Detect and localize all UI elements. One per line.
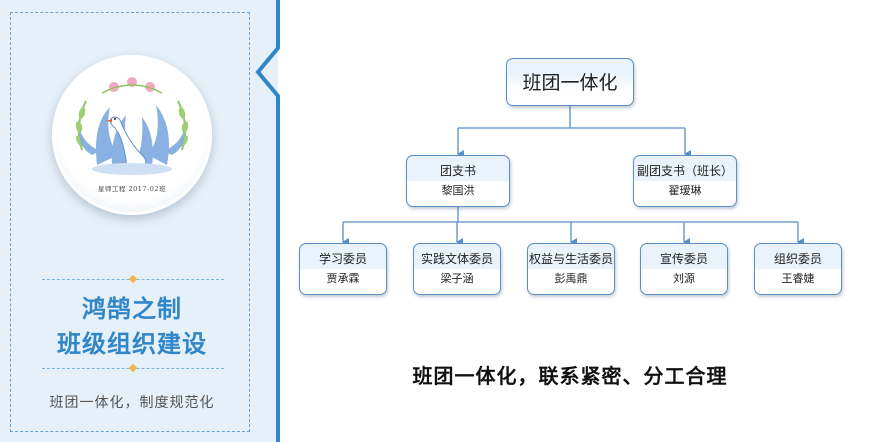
org-node-title: 班团一体化 bbox=[522, 72, 618, 94]
org-node-person: 黎国洪 bbox=[441, 184, 475, 197]
org-node-deputy-secretary: 副团支书（班长） 翟瑷琳 bbox=[633, 155, 737, 207]
org-node-title: 组织委员 bbox=[773, 252, 822, 266]
org-node-title: 实践文体委员 bbox=[420, 252, 493, 266]
org-node-title: 权益与生活委员 bbox=[528, 252, 613, 266]
org-node-title: 副团支书（班长） bbox=[636, 164, 733, 178]
org-node-person: 翟瑷琳 bbox=[668, 184, 702, 197]
swan-emblem-icon bbox=[75, 77, 189, 175]
org-node-person: 彭禹鼎 bbox=[554, 272, 588, 285]
org-node-person: 王睿婕 bbox=[781, 272, 815, 285]
org-node-person: 贾承霖 bbox=[326, 272, 360, 285]
org-node-title: 宣传委员 bbox=[659, 252, 708, 266]
left-panel: 星师工程 2017-02班 鸿鹄之制 班级组织建设 班团一体化，制度规范化 bbox=[0, 0, 278, 442]
org-node-publicity-committee: 宣传委员 刘源 bbox=[640, 243, 728, 295]
org-node-title: 团支书 bbox=[439, 164, 476, 178]
org-node-practice-committee: 实践文体委员 梁子涵 bbox=[413, 243, 501, 295]
org-node-study-committee: 学习委员 贾承霖 bbox=[299, 243, 387, 295]
org-node-organization-committee: 组织委员 王睿婕 bbox=[754, 243, 842, 295]
org-node-league-secretary: 团支书 黎国洪 bbox=[406, 155, 510, 207]
class-emblem: 星师工程 2017-02班 bbox=[52, 55, 212, 215]
left-title-line1: 鸿鹄之制 bbox=[82, 295, 182, 323]
org-node-person: 梁子涵 bbox=[440, 272, 474, 285]
emblem-caption: 星师工程 2017-02班 bbox=[97, 185, 167, 193]
org-node-title: 学习委员 bbox=[318, 252, 367, 266]
bottom-caption: 班团一体化，联系紧密、分工合理 bbox=[412, 364, 728, 388]
org-node-root: 班团一体化 bbox=[506, 58, 634, 106]
org-node-welfare-committee: 权益与生活委员 彭禹鼎 bbox=[527, 243, 615, 295]
left-subtitle: 班团一体化，制度规范化 bbox=[49, 395, 215, 411]
org-node-person: 刘源 bbox=[673, 272, 695, 285]
left-dashed-frame bbox=[10, 12, 250, 432]
left-title-line2: 班级组织建设 bbox=[57, 330, 207, 358]
